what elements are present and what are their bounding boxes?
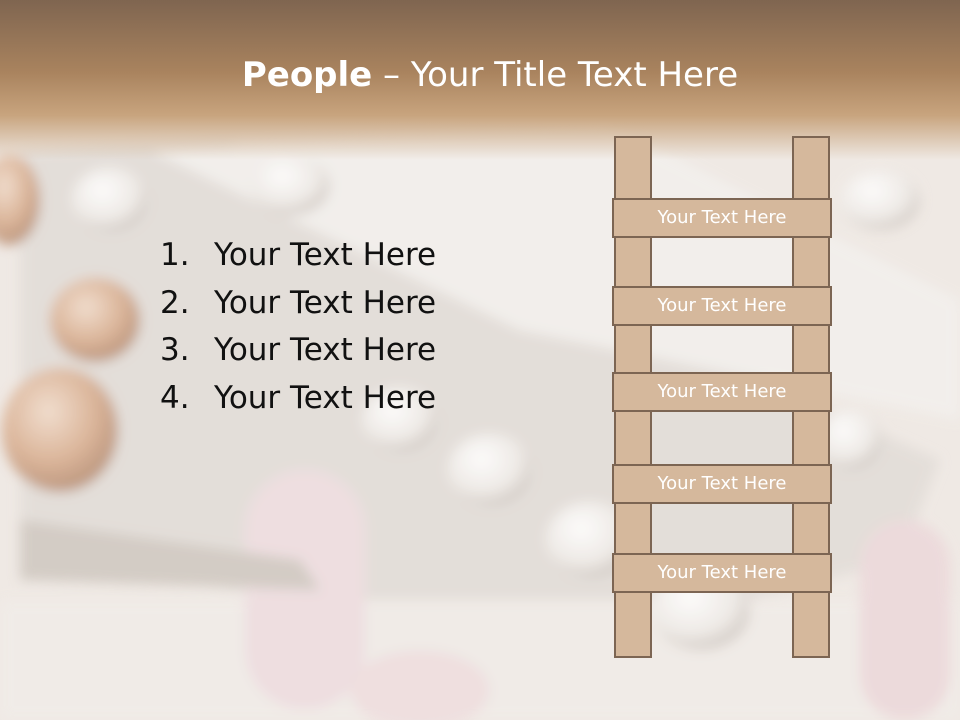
list-number: 3. [160,332,190,368]
numbered-list: 1. Your Text Here 2. Your Text Here 3. Your… [160,232,436,422]
title-text: Your Title Text Here [410,55,739,95]
rung-label: Your Text Here [657,295,787,316]
list-number: 4. [160,379,190,416]
list-text: Your Text Here [214,237,437,273]
title-emphasis: People [241,55,373,95]
list-item: 3. Your Text Here [160,327,436,375]
rung-label: Your Text Here [657,381,787,402]
rung-label: Your Text Here [657,473,787,494]
list-text: Your Text Here [214,332,437,368]
list-number: 1. [160,237,190,273]
list-item: 1. Your Text Here [160,232,436,280]
title-dash: – [372,55,411,95]
list-item: 4. Your Text Here [160,375,436,423]
ladder-rung-3: Your Text Here [612,372,832,412]
ladder-rung-1: Your Text Here [612,198,832,238]
rung-label: Your Text Here [657,207,787,228]
slide-title: People – Your Title Text Here [0,52,960,98]
list-text: Your Text Here [214,379,437,416]
list-text: Your Text Here [214,284,437,321]
title-banner [0,0,960,160]
ladder-rung-4: Your Text Here [612,464,832,504]
rung-label: Your Text Here [657,562,787,583]
ladder-rung-5: Your Text Here [612,553,832,593]
list-number: 2. [160,284,190,321]
ladder-rung-2: Your Text Here [612,286,832,326]
list-item: 2. Your Text Here [160,280,436,328]
